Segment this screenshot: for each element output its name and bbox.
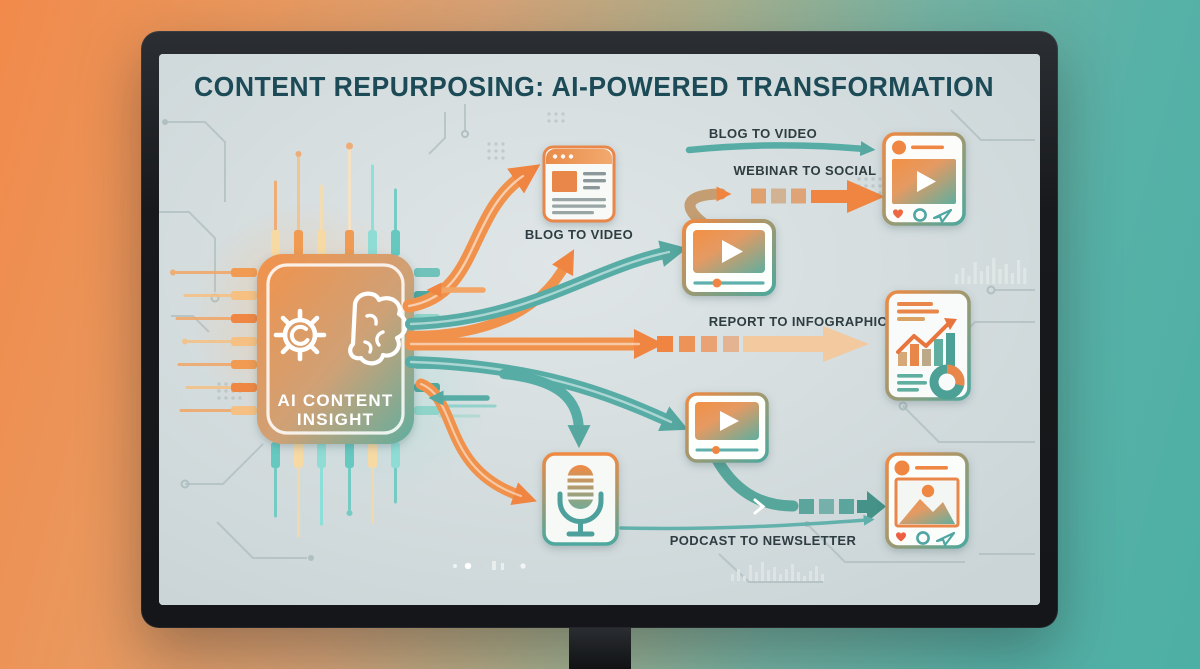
comment-icon bbox=[913, 208, 927, 222]
gear-icon bbox=[273, 308, 327, 362]
flow-arrows bbox=[402, 141, 886, 531]
heart-icon bbox=[896, 532, 906, 542]
document-icon bbox=[542, 145, 616, 223]
arrow-report-dashes bbox=[657, 326, 869, 362]
arrow-chip-down-to-mic bbox=[499, 369, 591, 449]
share-icon bbox=[935, 531, 956, 547]
label-blog-to-video-top: BLOG TO VIDEO bbox=[709, 126, 817, 141]
page-title: CONTENT REPURPOSING: AI-POWERED TRANSFOR… bbox=[194, 71, 994, 102]
heart-icon bbox=[893, 209, 903, 219]
brain-icon bbox=[348, 291, 408, 366]
chip-label-line1: AI CONTENT bbox=[278, 391, 394, 410]
infographic-canvas: CONTENT REPURPOSING: AI-POWERED TRANSFOR… bbox=[159, 54, 1040, 605]
share-icon bbox=[932, 208, 953, 224]
arrow-podcast-thin bbox=[619, 514, 875, 531]
infographic-chart-icon bbox=[885, 290, 971, 401]
label-podcast-to-newsletter: PODCAST TO NEWSLETTER bbox=[670, 533, 857, 548]
monitor-stand bbox=[569, 628, 631, 669]
avatar bbox=[892, 140, 906, 155]
video-player-icon-bottom bbox=[685, 392, 769, 463]
trend-arrow-icon bbox=[896, 321, 951, 354]
waveform-bottom bbox=[731, 562, 824, 581]
avatar bbox=[894, 460, 910, 476]
waveform-right bbox=[955, 258, 1027, 284]
arrow-video-to-newsletter-curve bbox=[709, 450, 799, 512]
play-icon bbox=[720, 411, 739, 431]
arrow-blog-to-video-top bbox=[685, 141, 876, 157]
chip-label-line2: INSIGHT bbox=[297, 410, 374, 429]
sun-icon bbox=[921, 484, 935, 498]
arrow-newsletter-dashes bbox=[799, 491, 886, 522]
play-icon bbox=[917, 171, 936, 192]
monitor: CONTENT REPURPOSING: AI-POWERED TRANSFOR… bbox=[141, 31, 1058, 628]
video-player-icon-top bbox=[682, 219, 776, 296]
arrow-webinar-dashes bbox=[751, 180, 885, 213]
comment-icon bbox=[916, 531, 930, 545]
label-report-to-infographic: REPORT TO INFOGRAPHIC bbox=[709, 314, 888, 329]
play-icon bbox=[722, 240, 743, 263]
label-blog-to-video-doc: BLOG TO VIDEO bbox=[525, 227, 633, 242]
mountains-image bbox=[899, 499, 955, 524]
social-post-video-icon bbox=[882, 132, 966, 226]
arrow-chip-up-small bbox=[406, 249, 575, 341]
microphone-icon bbox=[542, 452, 619, 546]
monitor-screen: CONTENT REPURPOSING: AI-POWERED TRANSFOR… bbox=[159, 54, 1040, 605]
bottom-dots bbox=[453, 561, 526, 570]
social-post-image-icon bbox=[885, 452, 969, 549]
label-webinar-to-social: WEBINAR TO SOCIAL bbox=[733, 163, 876, 178]
